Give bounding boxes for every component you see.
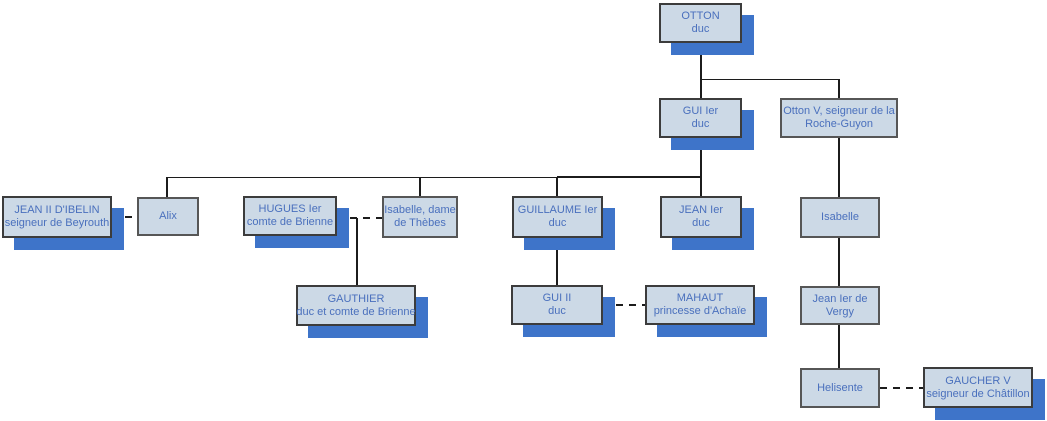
- connector-gui-trunk: [700, 138, 702, 196]
- marriage-hugues-isabelle-thebes: [337, 217, 382, 219]
- node-isabelle-thebes-title: de Thèbes: [394, 217, 446, 229]
- node-isabelle-thebes-name: Isabelle, dame: [384, 204, 456, 216]
- connector-marriage-gauthier: [356, 218, 358, 285]
- node-otton: OTTON duc: [659, 3, 742, 43]
- node-alix: Alix: [137, 197, 199, 236]
- connector-alix-riser: [166, 177, 168, 197]
- node-helisente: Helisente: [800, 368, 880, 408]
- marriage-gui2-mahaut: [603, 304, 645, 306]
- connector-ottonv-isabelle: [838, 138, 840, 197]
- node-jean-ier-title: duc: [692, 217, 710, 229]
- connector-vergy-helisente: [838, 325, 840, 368]
- node-gauthier: GAUTHIER duc et comte de Brienne: [296, 285, 416, 326]
- node-otton-title: duc: [691, 23, 710, 35]
- node-gui-ii-title: duc: [548, 305, 566, 317]
- node-gaucher-v-title: seigneur de Châtillon: [926, 387, 1030, 400]
- node-jean-ier-vergy-name: Jean Ier de: [812, 292, 868, 305]
- node-gaucher-v-name: GAUCHER V: [945, 374, 1011, 387]
- node-gauthier-title: duc et comte de Brienne: [296, 305, 416, 318]
- node-otton-v-name: Otton V, seigneur de la: [783, 105, 895, 117]
- node-gui-ier-title: duc: [691, 118, 710, 130]
- connector-isabelle-thebes-riser: [419, 177, 421, 196]
- connector-isabelle-vergy: [838, 238, 840, 286]
- node-otton-v-title: Roche-Guyon: [805, 118, 873, 130]
- node-otton-name: OTTON: [681, 10, 720, 22]
- node-jean-ier-name: JEAN Ier: [678, 204, 723, 216]
- marriage-jeanibelin-alix: [112, 216, 137, 218]
- node-mahaut-name: MAHAUT: [676, 292, 724, 304]
- node-alix-name: Alix: [159, 210, 177, 222]
- node-hugues-ier: HUGUES Ier comte de Brienne: [243, 196, 337, 236]
- marriage-helisente-gaucher: [880, 387, 923, 389]
- connector-guillaume-gui2: [556, 238, 558, 285]
- connector-gui-children-horizontal-right: [557, 176, 701, 178]
- node-mahaut: MAHAUT princesse d'Achaïe: [645, 285, 755, 325]
- connector-otton-branch-horizontal: [700, 79, 840, 80]
- node-jean-ier: JEAN Ier duc: [660, 196, 742, 238]
- node-helisente-name: Helisente: [817, 381, 863, 394]
- node-guillaume-ier-title: duc: [548, 217, 567, 229]
- node-otton-v: Otton V, seigneur de la Roche-Guyon: [780, 98, 898, 138]
- connector-guillaume-riser: [556, 177, 558, 196]
- node-jean-ier-vergy-title: Vergy: [825, 305, 855, 318]
- node-isabelle: Isabelle: [800, 197, 880, 238]
- node-gui-ii-name: GUI II: [542, 292, 572, 304]
- node-guillaume-ier: GUILLAUME Ier duc: [512, 196, 603, 238]
- connector-otton-trunk: [700, 43, 702, 98]
- node-guillaume-ier-name: GUILLAUME Ier: [517, 204, 598, 216]
- node-gui-ier: GUI Ier duc: [659, 98, 742, 138]
- node-jean-ier-vergy: Jean Ier de Vergy: [800, 286, 880, 325]
- node-isabelle-thebes: Isabelle, dame de Thèbes: [382, 196, 458, 238]
- connector-ottonv-riser: [838, 79, 840, 98]
- node-mahaut-title: princesse d'Achaïe: [653, 305, 747, 317]
- node-jean-ii-dibelin: JEAN II D'IBELIN seigneur de Beyrouth: [2, 196, 112, 238]
- node-gauthier-name: GAUTHIER: [327, 292, 385, 305]
- node-jean-ii-dibelin-name: JEAN II D'IBELIN: [14, 204, 100, 216]
- connector-gui-children-horizontal: [167, 177, 557, 178]
- node-gui-ii: GUI II duc: [511, 285, 603, 325]
- node-hugues-ier-title: comte de Brienne: [246, 216, 334, 228]
- node-jean-ii-dibelin-title: seigneur de Beyrouth: [4, 217, 110, 229]
- node-gaucher-v: GAUCHER V seigneur de Châtillon: [923, 367, 1033, 408]
- node-isabelle-name: Isabelle: [821, 211, 859, 223]
- node-hugues-ier-name: HUGUES Ier: [258, 203, 322, 215]
- node-gui-ier-name: GUI Ier: [682, 105, 719, 117]
